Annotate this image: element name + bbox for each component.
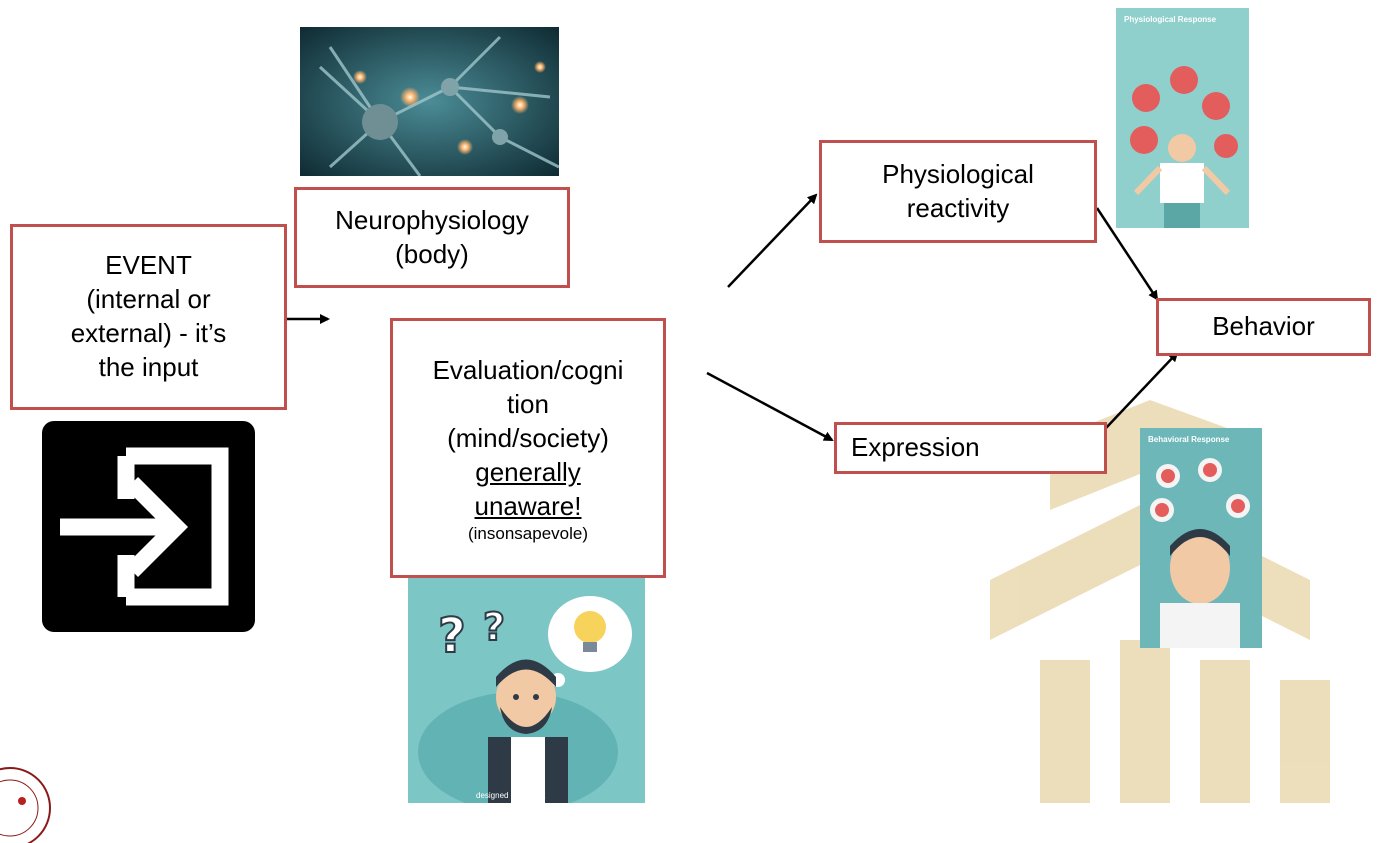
- arrow-to-expression: [706, 371, 834, 442]
- thinker-illustration: ? ? designed by freepik: [408, 572, 645, 803]
- event-line-2: (internal or: [86, 284, 211, 315]
- physio-line-1: Physiological: [882, 158, 1034, 189]
- svg-text:?: ?: [483, 605, 505, 649]
- behavioral-response-card: Behavioral Response: [1140, 428, 1262, 648]
- behavior-box: Behavior: [1156, 298, 1371, 356]
- event-line-1: EVENT: [105, 250, 192, 281]
- physiological-response-card: Physiological Response: [1116, 8, 1249, 228]
- neuro-line-1: Neurophysiology: [335, 204, 529, 235]
- neurophysiology-box: Neurophysiology (body): [294, 187, 570, 288]
- arrow-physiological-to-behavior: [1095, 207, 1159, 301]
- eval-line-1: Evaluation/cogni: [432, 355, 624, 386]
- physio-line-2: reactivity: [906, 192, 1010, 223]
- arrow-to-physiological: [727, 193, 818, 288]
- eval-line-2: tion: [507, 389, 549, 420]
- evaluation-box: Evaluation/cogni tion (mind/society) gen…: [390, 318, 666, 578]
- neuro-line-2: (body): [395, 238, 469, 269]
- eval-note: (insonsapevole): [467, 524, 588, 544]
- university-seal: [0, 767, 51, 843]
- event-box: EVENT (internal or external) - it’s the …: [10, 224, 287, 410]
- physiological-reactivity-box: Physiological reactivity: [819, 140, 1097, 243]
- arrow-expression-to-behavior: [1105, 351, 1179, 429]
- sign-in-arrow-icon: [42, 421, 255, 632]
- behav-card-title: Behavioral Response: [1148, 435, 1230, 444]
- event-line-4: the input: [98, 351, 199, 382]
- image-credit: designed by freepik: [476, 791, 546, 800]
- svg-text:?: ?: [438, 608, 466, 664]
- eval-emphasis-2: unaware!: [474, 490, 582, 521]
- behavior-label: Behavior: [1212, 311, 1315, 342]
- expression-box: Expression: [834, 422, 1107, 474]
- diagram-arrows: [287, 193, 1179, 442]
- eval-line-3: (mind/society): [447, 423, 609, 454]
- physio-card-title: Physiological Response: [1124, 15, 1217, 24]
- eval-emphasis-1: generally: [475, 456, 581, 487]
- event-line-3: external) - it’s: [70, 318, 227, 348]
- neurons-image: [300, 27, 559, 176]
- expression-label: Expression: [851, 432, 980, 463]
- watermark-logo: [990, 400, 1330, 803]
